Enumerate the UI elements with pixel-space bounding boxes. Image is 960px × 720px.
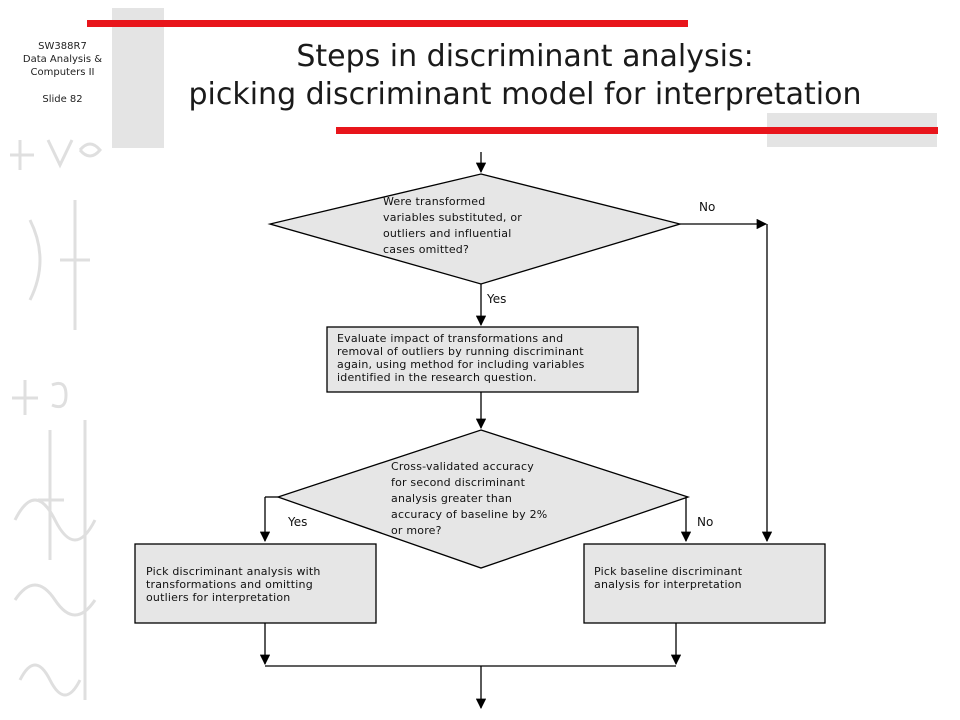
process-1-shape: [326, 326, 639, 393]
process-right-shape: [583, 543, 826, 624]
title-line-1: Steps in discriminant analysis:: [296, 39, 754, 74]
slide-number: Slide 82: [42, 94, 83, 105]
decision-2-text: Cross-validated accuracy for second disc…: [391, 460, 548, 537]
decorative-red-bar-bottom: [336, 127, 938, 134]
course-info: SW388R7 Data Analysis & Computers II Sli…: [0, 40, 125, 106]
decorative-red-bar-top: [87, 20, 688, 27]
decision-1-text: Were transformed variables substituted, …: [383, 195, 522, 256]
label-no-2: No: [697, 515, 714, 529]
slide-title: Steps in discriminant analysis: picking …: [130, 38, 920, 114]
process-left-text: Pick discriminant analysis with transfor…: [146, 565, 321, 604]
formula-watermark: [10, 139, 102, 700]
course-code: SW388R7: [38, 41, 87, 52]
decorative-gray-block: [112, 8, 164, 148]
course-name-line2: Computers II: [30, 67, 95, 78]
label-yes-2: Yes: [288, 515, 308, 529]
process-1-text: Evaluate impact of transformations and r…: [337, 332, 585, 384]
process-right-text: Pick baseline discriminant analysis for …: [594, 565, 743, 591]
label-yes-1: Yes: [487, 292, 507, 306]
process-left-shape: [134, 543, 377, 624]
course-name-line1: Data Analysis &: [22, 54, 103, 65]
title-line-2: picking discriminant model for interpret…: [188, 77, 862, 112]
label-no-1: No: [699, 200, 716, 214]
decision-2-shape: [275, 429, 691, 569]
